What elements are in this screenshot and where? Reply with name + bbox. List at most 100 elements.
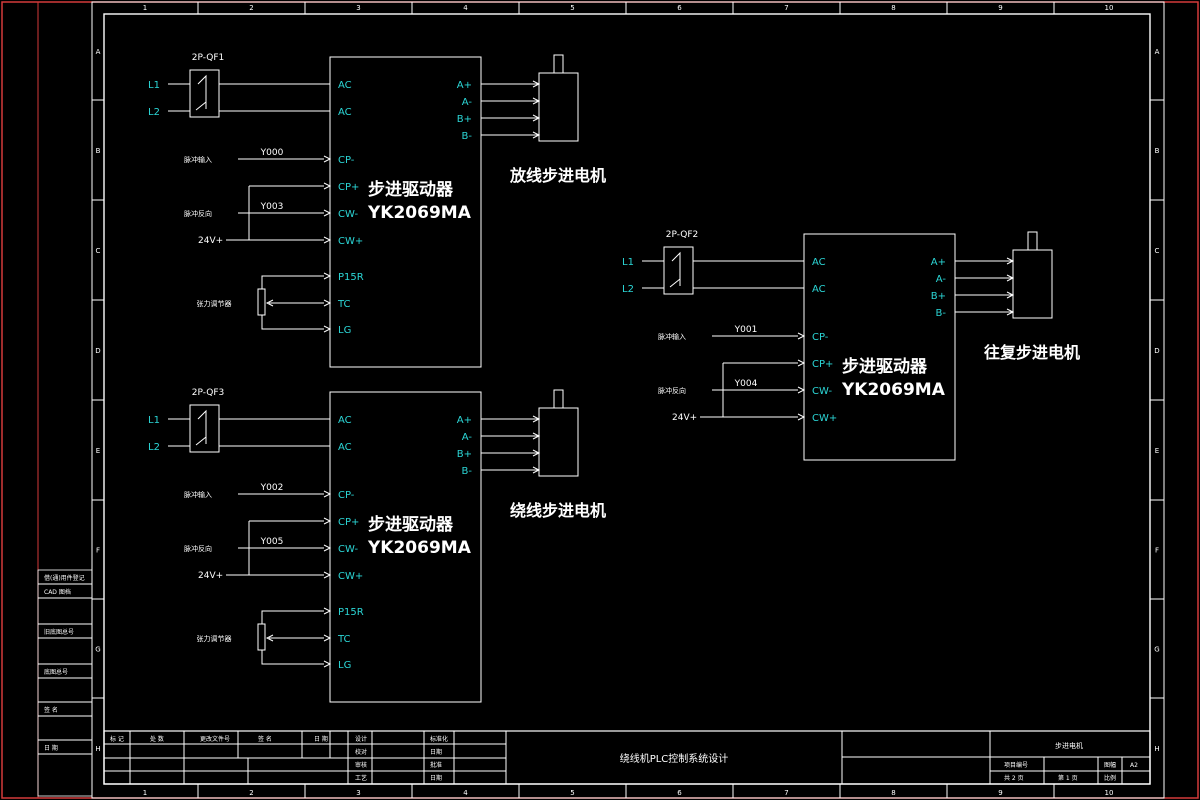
lg-wire	[261, 315, 324, 330]
pulse-output-address: Y000	[260, 148, 284, 158]
ruler-col-bottom: 5	[570, 789, 574, 797]
pulse-input-label: 脉冲输入	[658, 332, 686, 341]
pulse-output-address: Y002	[260, 483, 284, 493]
stepper-driver-box	[329, 391, 482, 703]
terminal-arrow	[797, 413, 806, 421]
ruler-col-top: 1	[143, 4, 147, 12]
side-date-label: 日 期	[44, 744, 58, 752]
sheet-size: A2	[1130, 762, 1138, 769]
stepper-motor-body	[538, 407, 579, 477]
driver-terminal-left: TC	[337, 299, 351, 310]
side-registration-label: 借(通)用件登记	[44, 574, 85, 582]
drawing-name: 步进电机	[1055, 741, 1083, 750]
ruler-col-bottom: 2	[249, 789, 253, 797]
drawing-frame	[103, 13, 1151, 785]
potentiometer-body	[257, 623, 266, 651]
pulse-output-address: Y001	[734, 325, 758, 335]
breaker-contact	[195, 74, 207, 111]
ruler-col-top: 3	[356, 4, 360, 12]
driver-terminal-left: AC	[338, 442, 352, 453]
ruler-row-left: D	[95, 347, 100, 355]
potentiometer-body	[257, 288, 266, 316]
stepper-driver-box	[329, 56, 482, 368]
ruler-col-bottom: 4	[463, 789, 468, 797]
tension-regulator-label: 张力调节器	[197, 634, 232, 643]
driver-terminal-right: A-	[462, 97, 473, 108]
ruler-col-bottom: 8	[891, 789, 895, 797]
terminal-arrow	[323, 182, 332, 190]
pulse-input-label: 脉冲输入	[184, 490, 212, 499]
ruler-col-top: 5	[570, 4, 574, 12]
driver-terminal-left: CP-	[338, 490, 355, 501]
ruler-col-bottom: 3	[356, 789, 360, 797]
driver-terminal-left: CW+	[812, 413, 837, 424]
ruler-col-bottom: 10	[1105, 789, 1114, 797]
driver-terminal-left: AC	[812, 284, 826, 295]
driver-model: YK2069MA	[367, 538, 472, 558]
ruler-row-left: A	[96, 48, 101, 56]
tb-hdr-mark: 标 记	[110, 735, 124, 743]
driver-terminal-left: CP-	[812, 332, 829, 343]
ruler-col-bottom: 6	[677, 789, 682, 797]
tb-role-review: 审核	[355, 761, 367, 769]
ruler-col-top: 10	[1105, 4, 1114, 12]
terminal-arrow	[323, 517, 332, 525]
wiper-arrow	[265, 634, 274, 642]
motor-shaft	[1027, 231, 1038, 251]
unwind-driver-circuit: 2P-QF1L1L2ACACCP-CP+CW-CW+P15RTCLG脉冲输入Y0…	[148, 53, 606, 368]
driver-terminal-right: B-	[462, 131, 473, 142]
driver-terminal-left: TC	[337, 634, 351, 645]
ruler-row-left: H	[95, 745, 100, 753]
driver-name: 步进驱动器	[368, 179, 454, 200]
driver-model: YK2069MA	[841, 380, 946, 400]
driver-terminal-left: CW+	[338, 236, 363, 247]
stepper-motor-label: 往复步进电机	[984, 343, 1080, 362]
breaker-contact	[195, 409, 207, 446]
project-number-label: 项目编号	[1004, 761, 1028, 769]
driver-terminal-left: CP+	[338, 517, 359, 528]
driver-terminal-left: AC	[338, 80, 352, 91]
ruler-row-left: C	[96, 247, 101, 255]
ruler-col-bottom: 7	[784, 789, 788, 797]
terminal-arrow	[323, 236, 332, 244]
ruler-col-bottom: 1	[143, 789, 147, 797]
driver-terminal-left: AC	[812, 257, 826, 268]
supply-label: 24V+	[198, 236, 223, 246]
breaker-label: 2P-QF1	[192, 53, 225, 63]
side-signature-label: 签 名	[44, 706, 58, 714]
driver-name: 步进驱动器	[842, 356, 928, 377]
line-l1-label: L1	[622, 257, 634, 268]
ruler-col-bottom: 9	[998, 789, 1002, 797]
driver-terminal-left: CP+	[338, 182, 359, 193]
ruler-col-top: 7	[784, 4, 788, 12]
motor-shaft	[553, 54, 564, 74]
terminal-arrow	[323, 325, 332, 333]
page-number: 第 1 页	[1058, 774, 1078, 782]
direction-output-address: Y005	[260, 537, 284, 547]
ruler-row-right: B	[1155, 147, 1160, 155]
tb-role-process: 工艺	[355, 774, 367, 782]
driver-terminal-right: A-	[936, 274, 947, 285]
tb-role-standard: 标准化	[430, 735, 448, 743]
terminal-arrow	[797, 386, 806, 394]
ruler-col-top: 9	[998, 4, 1002, 12]
driver-terminal-right: B-	[936, 308, 947, 319]
tb-role-date1: 日期	[430, 748, 442, 756]
driver-terminal-left: LG	[338, 660, 351, 671]
driver-terminal-left: AC	[338, 107, 352, 118]
terminal-arrow	[323, 272, 332, 280]
direction-output-address: Y003	[260, 202, 284, 212]
driver-terminal-right: A+	[457, 80, 472, 91]
ruler-row-right: C	[1155, 247, 1160, 255]
ruler-row-right: F	[1155, 547, 1159, 555]
driver-terminal-right: B+	[457, 449, 472, 460]
driver-terminal-left: LG	[338, 325, 351, 336]
ruler-row-right: A	[1155, 48, 1160, 56]
tb-role-design: 设计	[355, 735, 367, 743]
breaker-body	[189, 69, 220, 118]
revision-side-panel: 借(通)用件登记 CAD 图档 旧底图总号 底图总号 签 名 日 期	[37, 569, 93, 797]
